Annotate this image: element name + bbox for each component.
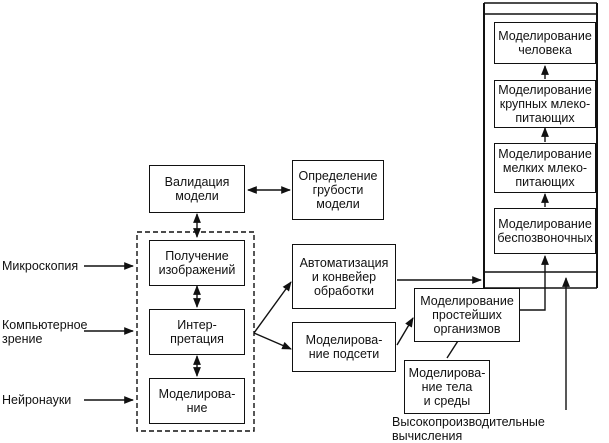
simplest-organisms-node: Моделирование простейших организмов [414,288,520,342]
automation-node: Автоматизация и конвейер обработки [292,244,396,309]
invertebrates-node: Моделирование беспозвоночных [494,208,596,254]
large-mammals-node: Моделирование крупных млеко- питающих [494,80,596,128]
body-environment-node: Моделирова- ние тела и среды [404,360,490,414]
interpretation-node: Интер- претация [149,309,245,355]
small-mammals-node: Моделирование мелких млеко- питающих [494,143,596,193]
hpc-label: Высокопроизводительные вычисления [392,415,545,443]
hpc-ladder [483,2,598,289]
simplest-invertebrates-arrow [520,255,549,311]
subnet-simplest-arrow [396,317,414,346]
interpretation-automation-arrow [253,281,292,334]
roughness-node: Определение грубости модели [292,160,384,220]
acquisition-node: Получение изображений [149,240,245,286]
neuroscience-label: Нейронауки [2,393,72,407]
human-modeling-node: Моделирование человека [494,22,596,64]
subnet-node: Моделирова- ние подсети [292,322,396,372]
modeling-node: Моделирова- ние [149,378,245,424]
computer-vision-label: Компьютерное зрение [2,318,88,346]
microscopy-label: Микроскопия [2,259,79,273]
interpretation-subnet-arrow [253,332,292,350]
validation-node: Валидация модели [149,165,245,213]
